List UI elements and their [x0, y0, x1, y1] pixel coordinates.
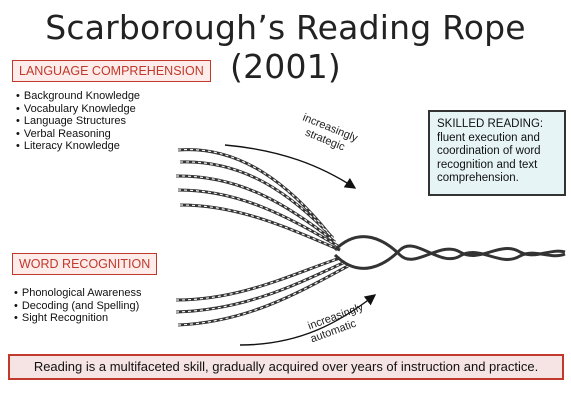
list-item: Literacy Knowledge: [16, 140, 140, 153]
skilled-reading-box: SKILLED READING: fluent execution and co…: [428, 110, 566, 196]
list-item: Vocabulary Knowledge: [16, 103, 140, 116]
language-comprehension-list: Background Knowledge Vocabulary Knowledg…: [16, 90, 140, 153]
list-item: Verbal Reasoning: [16, 128, 140, 141]
automatic-arrow: [239, 294, 377, 346]
lower-strands-highlight: [175, 257, 349, 326]
list-item: Background Knowledge: [16, 90, 140, 103]
upper-strands: [175, 148, 341, 252]
strategic-arrow: [224, 144, 357, 189]
braided-rope: [333, 235, 566, 270]
language-comprehension-label: LANGUAGE COMPREHENSION: [12, 60, 211, 82]
footer-caption: Reading is a multifaceted skill, gradual…: [8, 354, 564, 380]
strategic-annotation: increasingly strategic: [296, 112, 362, 158]
diagram-title: Scarborough’s Reading Rope (2001): [45, 8, 526, 86]
list-item: Language Structures: [16, 115, 140, 128]
word-recognition-label: WORD RECOGNITION: [12, 253, 158, 275]
list-item: Sight Recognition: [14, 312, 142, 325]
list-item: Decoding (and Spelling): [14, 300, 142, 313]
word-recognition-list: Phonological Awareness Decoding (and Spe…: [14, 287, 142, 325]
upper-strands-highlight: [175, 149, 341, 251]
automatic-annotation: increasingly automatic: [304, 300, 372, 345]
list-item: Phonological Awareness: [14, 287, 142, 300]
